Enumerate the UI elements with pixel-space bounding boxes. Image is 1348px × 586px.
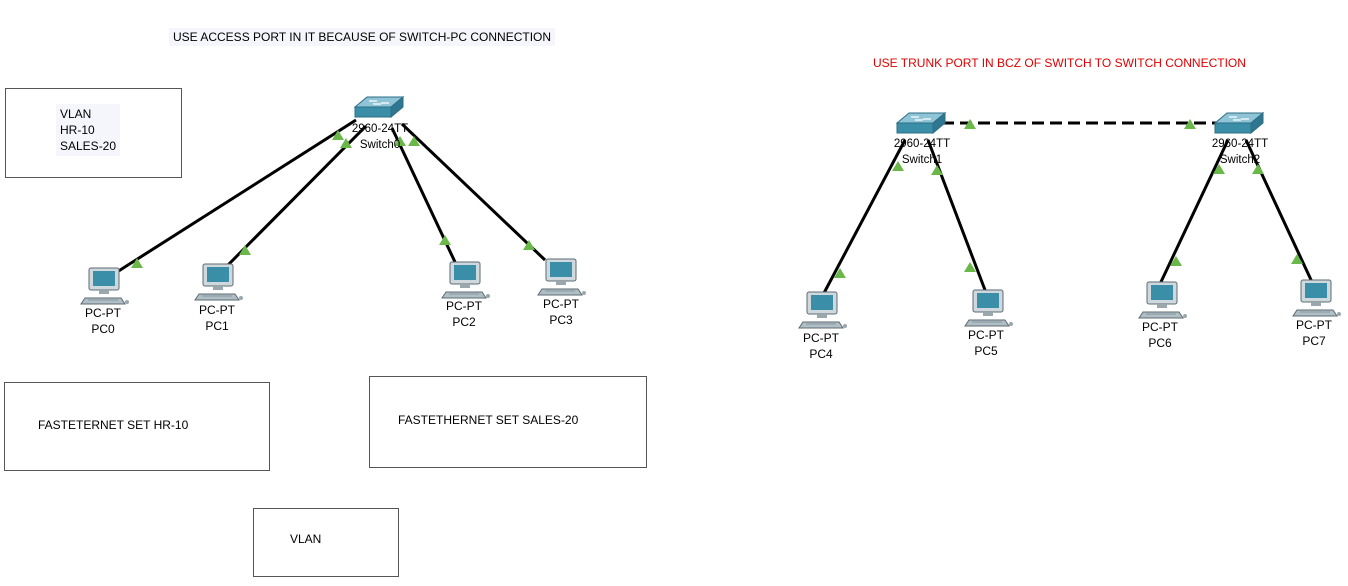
pc5-label: PC-PT PC5	[968, 327, 1004, 359]
link-up-indicator	[523, 240, 535, 250]
pc-name: PC3	[549, 313, 573, 327]
pc-icon[interactable]	[798, 291, 848, 329]
pc-name: PC5	[974, 344, 998, 358]
link-up-indicator	[1291, 254, 1303, 264]
pc0-label: PC-PT PC0	[85, 305, 121, 337]
fastethernet-sales-box[interactable]: FASTETHERNET SET SALES-20	[369, 376, 647, 468]
switch-icon[interactable]	[1214, 112, 1264, 134]
pc-name: PC6	[1148, 336, 1172, 350]
pc-icon[interactable]	[1138, 281, 1188, 319]
pc-icon[interactable]	[964, 289, 1014, 327]
switch-name: Switch1	[901, 154, 943, 166]
access-port-note[interactable]: USE ACCESS PORT IN IT BECAUSE OF SWITCH-…	[169, 28, 556, 46]
link-switch0-pc1[interactable]	[226, 124, 368, 267]
link-up-indicator	[964, 262, 976, 272]
pc-model: PC-PT	[543, 297, 579, 311]
link-switch0-pc0[interactable]	[116, 118, 357, 274]
pc4-label: PC-PT PC4	[803, 330, 839, 362]
link-up-indicator	[394, 136, 406, 146]
link-up-indicator	[340, 138, 352, 148]
link-up-indicator	[892, 161, 904, 171]
vlan-list-note: VLAN HR-10 SALES-20	[56, 104, 121, 156]
fastethernet-sales-note: FASTETHERNET SET SALES-20	[394, 411, 583, 429]
pc-model: PC-PT	[968, 328, 1004, 342]
link-up-indicator	[964, 119, 976, 129]
pc-icon[interactable]	[80, 267, 130, 305]
link-switch0-pc3[interactable]	[400, 122, 547, 262]
pc3-label: PC-PT PC3	[543, 296, 579, 328]
pc-name: PC0	[91, 322, 115, 336]
pc2-label: PC-PT PC2	[446, 298, 482, 330]
link-up-indicator	[1170, 256, 1182, 266]
pc-model: PC-PT	[1296, 318, 1332, 332]
link-up-indicator	[1213, 164, 1225, 174]
vlan-list-line: HR-10	[60, 123, 95, 137]
link-up-indicator	[1184, 119, 1196, 129]
link-up-indicator	[439, 235, 451, 245]
link-up-indicator	[408, 136, 420, 146]
fastethernet-hr-box[interactable]: FASTETERNET SET HR-10	[4, 382, 270, 471]
vlan-list-line: VLAN	[60, 107, 92, 121]
pc1-label: PC-PT PC1	[199, 302, 235, 334]
pc-name: PC1	[205, 319, 229, 333]
switch-name: Switch2	[1219, 154, 1261, 166]
pc6-label: PC-PT PC6	[1142, 319, 1178, 351]
pc-model: PC-PT	[199, 303, 235, 317]
pc-icon[interactable]	[537, 258, 587, 296]
link-up-indicator	[131, 258, 143, 268]
switch2-label: 2960-24TT Switch2	[1212, 136, 1268, 168]
switch-model: 2960-24TT	[351, 123, 409, 135]
vlan-note: VLAN	[286, 530, 326, 548]
switch-icon[interactable]	[354, 96, 404, 118]
pc-name: PC2	[452, 315, 476, 329]
link-switch1-pc4[interactable]	[822, 139, 907, 294]
pc-name: PC4	[809, 347, 833, 361]
pc-name: PC7	[1302, 334, 1326, 348]
pc-icon[interactable]	[1292, 279, 1342, 317]
trunk-port-note[interactable]: USE TRUNK PORT IN BCZ OF SWITCH TO SWITC…	[869, 54, 1250, 72]
link-up-indicator	[931, 165, 943, 175]
switch1-label: 2960-24TT Switch1	[894, 136, 950, 168]
switch-model: 2960-24TT	[1211, 138, 1269, 150]
link-up-indicator	[332, 130, 344, 140]
switch-model: 2960-24TT	[893, 138, 951, 150]
vlan-box[interactable]: VLAN	[253, 508, 399, 577]
pc7-label: PC-PT PC7	[1296, 317, 1332, 349]
fastethernet-hr-note: FASTETERNET SET HR-10	[34, 416, 193, 434]
switch0-label: 2960-24TT Switch0	[352, 121, 408, 153]
link-up-indicator	[1252, 164, 1264, 174]
pc-model: PC-PT	[803, 331, 839, 345]
link-switch2-pc7[interactable]	[1244, 139, 1314, 283]
pc-model: PC-PT	[446, 299, 482, 313]
link-up-indicator	[239, 245, 251, 255]
link-up-indicator	[834, 268, 846, 278]
pc-model: PC-PT	[1142, 320, 1178, 334]
vlan-list-line: SALES-20	[60, 139, 117, 153]
pc-icon[interactable]	[441, 261, 491, 299]
switch-name: Switch0	[359, 139, 401, 151]
switch-icon[interactable]	[896, 112, 946, 134]
pc-icon[interactable]	[194, 263, 244, 301]
vlan-list-box[interactable]: VLAN HR-10 SALES-20	[5, 88, 182, 178]
pc-model: PC-PT	[85, 306, 121, 320]
link-switch2-pc6[interactable]	[1158, 139, 1230, 285]
link-switch1-pc5[interactable]	[926, 139, 987, 291]
